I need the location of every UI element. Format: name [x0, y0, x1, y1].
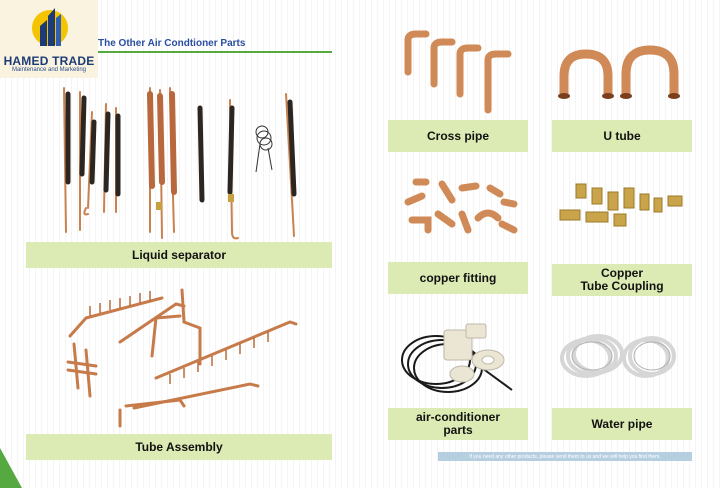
footer-note: If you need any other products, please s… [438, 452, 692, 461]
product-label-tube-coupling: Copper Tube Coupling [552, 264, 692, 296]
product-label-liquid-separator: Liquid separator [26, 242, 332, 268]
logo-emblem-icon [32, 8, 68, 46]
ac-parts-photo [401, 323, 513, 393]
product-label-ac-parts: air-conditioner parts [388, 408, 528, 440]
brand-name: HAMED TRADE [3, 54, 95, 68]
page-title: The Other Air Condtioner Parts [98, 38, 246, 49]
product-label-cross-pipe: Cross pipe [388, 120, 528, 152]
copper-fitting-photo [404, 178, 518, 234]
product-label-tube-assembly: Tube Assembly [26, 434, 332, 460]
title-underline [98, 51, 332, 53]
liquid-separator-photo [63, 87, 297, 240]
product-label-u-tube: U tube [552, 120, 692, 152]
tube-assembly-photo [66, 288, 298, 428]
brand-tagline: Maintenance and Marketing [11, 67, 87, 73]
corner-accent [0, 448, 22, 488]
brand-logo: HAMED TRADE Maintenance and Marketing [0, 0, 98, 78]
u-tube-photo [558, 45, 680, 99]
cross-pipe-photo [404, 30, 512, 114]
tube-coupling-photo [559, 183, 683, 227]
water-pipe-photo [560, 334, 676, 378]
product-label-copper-fitting: copper fitting [388, 262, 528, 294]
product-label-water-pipe: Water pipe [552, 408, 692, 440]
